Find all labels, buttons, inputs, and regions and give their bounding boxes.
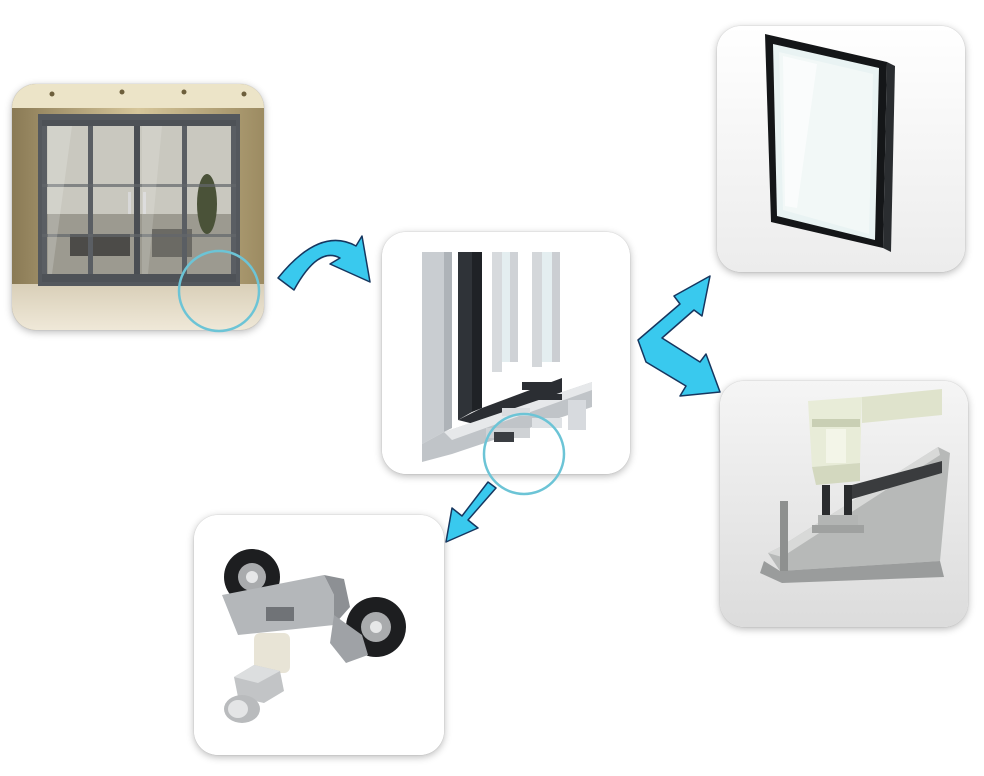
roller-card [194, 515, 444, 755]
aluminum-profile-card [720, 381, 968, 627]
window-frame-section-image [382, 232, 630, 474]
door-photo-card [12, 84, 264, 330]
double-headed-arrow-icon [637, 275, 721, 397]
frame-section-card [382, 232, 630, 474]
curved-arrow-icon [277, 235, 371, 291]
track-profile-image [720, 381, 968, 627]
sliding-door-image [12, 84, 264, 330]
door-roller-image [194, 515, 444, 755]
glass-pane-card [717, 26, 965, 272]
insulated-glass-image [717, 26, 965, 272]
down-arrow-icon [445, 481, 497, 543]
